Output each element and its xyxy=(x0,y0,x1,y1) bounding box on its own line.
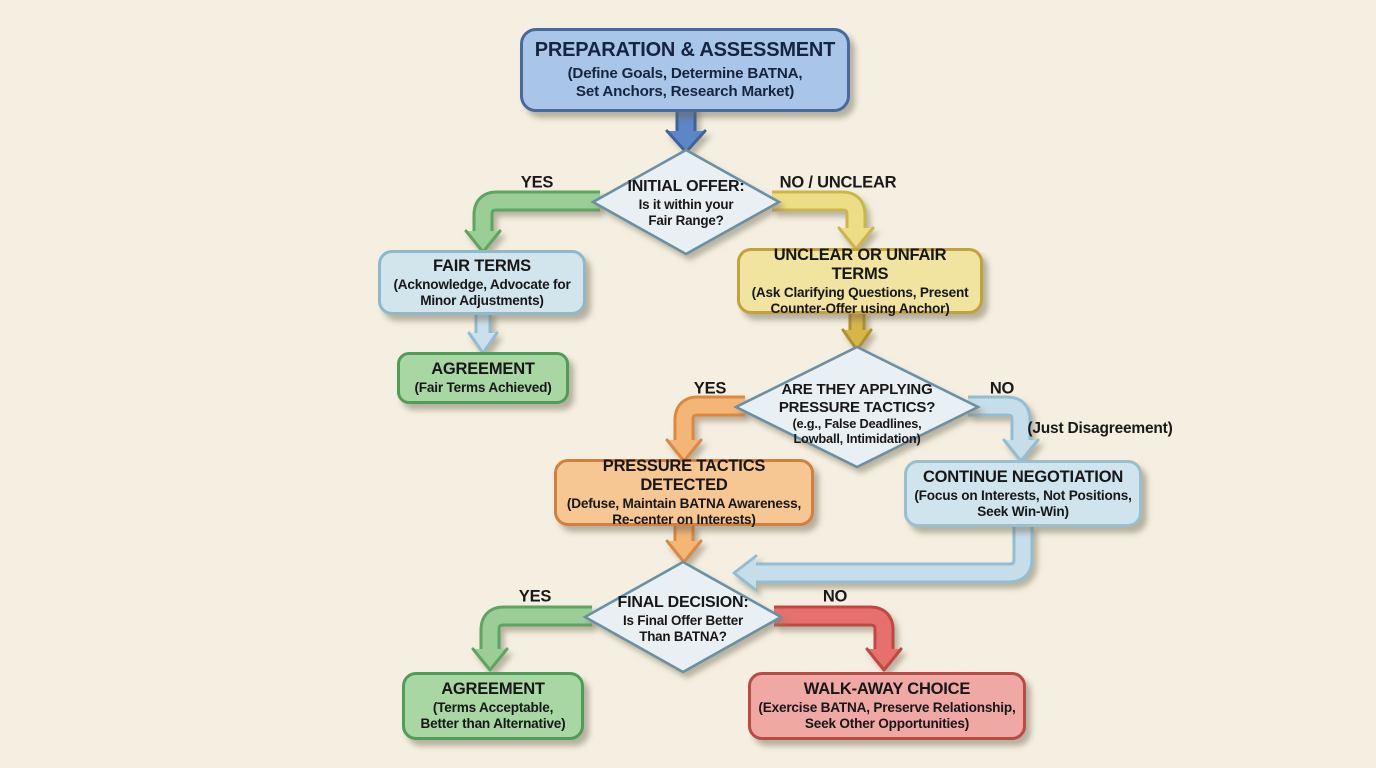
branch-label-final-no: NO xyxy=(822,587,848,606)
node-title: WALK-AWAY CHOICE xyxy=(803,680,971,699)
arrow-initial-yes-icon xyxy=(464,190,600,254)
diamond-text-initial-offer: INITIAL OFFER: Is it within your Fair Ra… xyxy=(601,178,771,229)
node-title: PRESSURE TACTICS DETECTED xyxy=(602,457,766,495)
node-continue-negotiation: CONTINUE NEGOTIATION (Focus on Interests… xyxy=(904,460,1142,527)
arrow-question-yes-icon xyxy=(665,395,745,463)
node-title: FAIR TERMS xyxy=(433,256,531,275)
node-subtitle-line: (Exercise BATNA, Preserve Relationship, xyxy=(758,700,1016,716)
node-subtitle-line: (Terms Acceptable, xyxy=(432,700,554,716)
arrow-initial-no-icon xyxy=(772,190,875,251)
diamond-subtitle-line: Fair Range? xyxy=(648,212,724,228)
diamond-title-line: ARE THEY APPLYING xyxy=(781,381,933,399)
node-subtitle-line: (Acknowledge, Advocate for xyxy=(393,276,571,292)
arrow-fair-to-agreement-icon xyxy=(467,310,499,355)
diamond-subtitle-line: Is it within your xyxy=(638,196,734,212)
node-title: PREPARATION & ASSESSMENT xyxy=(534,39,836,62)
node-subtitle-line: (Fair Terms Achieved) xyxy=(414,380,552,396)
node-title: AGREEMENT xyxy=(441,680,545,699)
branch-label-pressure-no: NO xyxy=(989,379,1015,398)
node-subtitle-line: (Define Goals, Determine BATNA, xyxy=(567,65,803,83)
node-subtitle-line: (Focus on Interests, Not Positions, xyxy=(914,487,1132,503)
diamond-subtitle-line: Is Final Offer Better xyxy=(622,612,744,628)
arrow-continue-to-final-icon xyxy=(732,525,1034,592)
diamond-text-final-decision: FINAL DECISION: Is Final Offer Better Th… xyxy=(588,594,778,645)
node-pressure-tactics-detected: PRESSURE TACTICS DETECTED (Defuse, Maint… xyxy=(554,457,814,528)
diamond-title-line: PRESSURE TACTICS? xyxy=(778,398,936,416)
diamond-initial-offer xyxy=(590,148,782,256)
branch-label-pressure-yes: YES xyxy=(693,379,727,398)
diamond-title: FINAL DECISION: xyxy=(617,593,749,611)
node-preparation-assessment: PREPARATION & ASSESSMENT (Define Goals, … xyxy=(520,28,850,112)
branch-label-initial-no-unclear: NO / UNCLEAR xyxy=(779,173,897,192)
node-subtitle-line: Seek Other Opportunities) xyxy=(804,716,970,732)
node-subtitle-line: Better than Alternative) xyxy=(420,716,566,732)
diamond-title: INITIAL OFFER: xyxy=(627,177,745,195)
arrow-final-no-icon xyxy=(774,605,903,672)
node-subtitle-line: Set Anchors, Research Market) xyxy=(575,83,795,101)
branch-label-final-yes: YES xyxy=(518,587,552,606)
node-subtitle-line: Counter-Offer using Anchor) xyxy=(770,300,950,316)
branch-label-initial-yes: YES xyxy=(520,173,554,192)
node-subtitle-line: (Defuse, Maintain BATNA Awareness, xyxy=(566,496,802,512)
node-title: AGREEMENT xyxy=(431,360,535,379)
arrow-pressure-to-final-icon xyxy=(665,524,703,564)
node-walk-away-choice: WALK-AWAY CHOICE (Exercise BATNA, Preser… xyxy=(748,672,1026,740)
diamond-subtitle-line: (e.g., False Deadlines, xyxy=(792,416,922,432)
node-agreement-final: AGREEMENT (Terms Acceptable, Better than… xyxy=(402,672,584,740)
node-agreement-fair-terms: AGREEMENT (Fair Terms Achieved) xyxy=(397,352,569,404)
node-subtitle-line: Seek Win-Win) xyxy=(977,503,1069,519)
arrow-final-yes-icon xyxy=(471,605,592,672)
diamond-text-pressure-question: ARE THEY APPLYING PRESSURE TACTICS? (e.g… xyxy=(747,381,967,447)
diamond-final-decision xyxy=(582,560,784,674)
node-unclear-unfair-terms: UNCLEAR OR UNFAIR TERMS (Ask Clarifying … xyxy=(737,245,983,316)
diamond-pressure-question xyxy=(733,345,981,469)
node-subtitle-line: (Ask Clarifying Questions, Present xyxy=(751,284,969,300)
diamond-subtitle-line: Than BATNA? xyxy=(639,628,727,644)
branch-label-just-disagreement: (Just Disagreement) xyxy=(1027,420,1173,437)
diamond-subtitle-line: Lowball, Intimidation) xyxy=(793,431,921,447)
node-fair-terms: FAIR TERMS (Acknowledge, Advocate for Mi… xyxy=(378,250,586,315)
node-title: UNCLEAR OR UNFAIR TERMS xyxy=(773,245,947,283)
node-subtitle-line: Re-center on Interests) xyxy=(612,512,756,528)
node-subtitle-line: Minor Adjustments) xyxy=(420,292,544,308)
node-title: CONTINUE NEGOTIATION xyxy=(922,467,1124,486)
